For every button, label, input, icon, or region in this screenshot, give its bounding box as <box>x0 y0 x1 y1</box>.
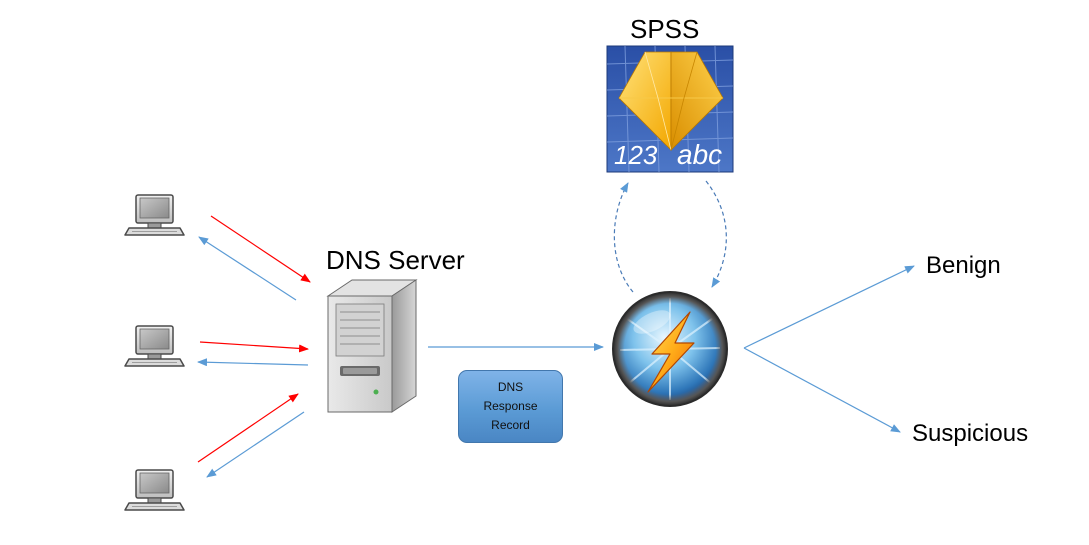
response-arrow-top <box>198 236 297 301</box>
computer-icon <box>124 325 185 367</box>
engine-to-benign-arrow <box>743 265 915 349</box>
lightning-bolt-icon <box>647 311 695 393</box>
dns-server-label: DNS Server <box>326 245 465 275</box>
computer-icon <box>124 469 185 511</box>
response-arrow-middle <box>197 358 309 367</box>
server-icon <box>326 279 418 413</box>
record-box-line-1: DNS <box>497 380 524 394</box>
spss-logo-number-text: 123 <box>614 140 658 170</box>
analysis-engine-icon <box>612 291 728 407</box>
spss-label: SPSS <box>630 14 700 44</box>
request-arrow-middle <box>199 341 309 353</box>
spss-logo-icon: 123 abc <box>606 45 734 173</box>
spss-to-engine-dashed-arrow <box>705 180 727 288</box>
benign-label: Benign <box>926 252 1001 279</box>
response-arrow-bottom <box>206 411 305 478</box>
engine-to-spss-dashed-arrow <box>613 182 634 293</box>
suspicious-label: Suspicious <box>912 420 1029 447</box>
spss-logo-letters-text: abc <box>677 139 722 170</box>
record-box-line-3: Record <box>491 418 530 432</box>
request-arrow-top <box>210 215 311 283</box>
dns-response-record-box: DNS Response Record <box>458 370 563 443</box>
request-arrow-bottom <box>197 393 299 463</box>
engine-to-suspicious-arrow <box>743 347 901 433</box>
record-box-line-2: Response <box>483 399 538 413</box>
computer-icon <box>124 194 185 236</box>
